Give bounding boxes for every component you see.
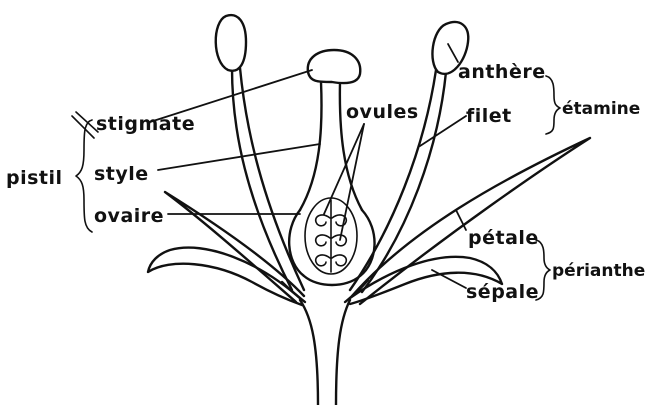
label-petale: pétale	[468, 227, 539, 249]
sepal-left	[148, 248, 302, 305]
label-style: style	[94, 163, 149, 185]
label-pistil: pistil	[6, 167, 63, 189]
ovule	[316, 255, 330, 266]
pistil-bracket	[76, 120, 92, 232]
label-ovaire: ovaire	[94, 205, 164, 227]
stamen-left-anther	[216, 15, 246, 71]
ovule	[332, 255, 346, 266]
pistil-stigma	[308, 50, 360, 83]
ovule	[316, 235, 330, 246]
ovule	[316, 215, 330, 226]
label-ovules: ovules	[346, 101, 419, 123]
stem	[300, 300, 350, 405]
labels: stigmate style ovaire pistil ovules anth…	[6, 61, 645, 303]
label-anthere: anthère	[458, 61, 546, 83]
label-perianthe: périanthe	[552, 261, 645, 281]
label-etamine: étamine	[562, 99, 640, 119]
leader-ovules-b	[340, 124, 364, 240]
label-sepale: sépale	[466, 281, 539, 303]
etamine-bracket	[546, 76, 560, 134]
label-stigmate: stigmate	[96, 113, 195, 135]
leader-lines	[150, 44, 466, 288]
ovule	[332, 235, 346, 246]
label-filet: filet	[466, 105, 512, 127]
